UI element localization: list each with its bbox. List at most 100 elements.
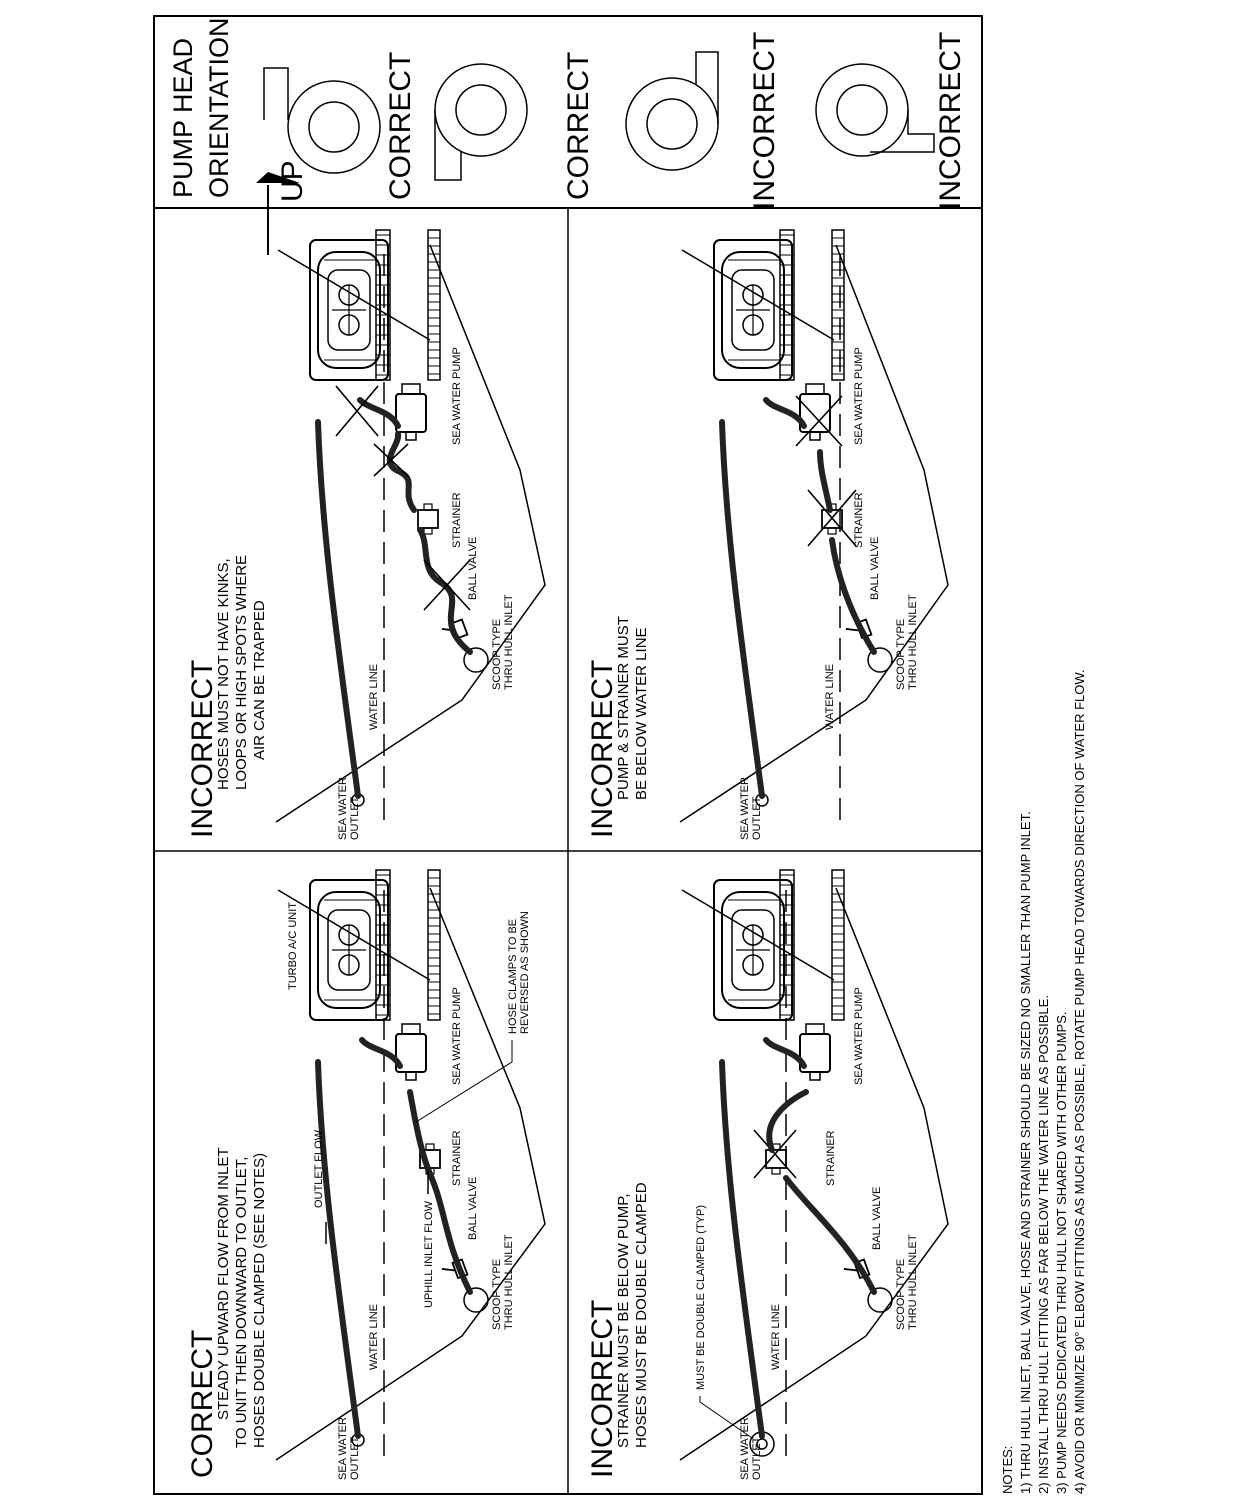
note-3: 3) PUMP NEEDS DEDICATED THRU HULL NOT SH…: [1054, 1011, 1069, 1494]
scoop-label-1: SCOOP TYPE: [491, 1259, 503, 1330]
pump-orientation-strip: PUMP HEAD ORIENTATION UP CORRECT C: [168, 18, 967, 255]
outlet-label-1: SEA WATER: [739, 777, 751, 840]
outlet-hose: [315, 1059, 361, 1439]
panel-correct-sub-2: TO UNIT THEN DOWNWARD TO OUTLET,: [233, 1157, 250, 1448]
hull-outline: [679, 887, 949, 1461]
deck-line: [277, 889, 431, 981]
strainer-x-mark-icon: [753, 1129, 797, 1179]
outlet-hose: [315, 419, 361, 799]
sea-water-pump: [395, 1023, 427, 1081]
thru-hull-inlet: [867, 647, 893, 673]
panel-waterline-sub-2: BE BELOW WATER LINE: [633, 627, 650, 800]
waterline-label: WATER LINE: [368, 664, 380, 730]
scoop-label-2: THRU HULL INLET: [503, 1234, 515, 1330]
orientation-label-2: CORRECT: [562, 52, 595, 200]
pump-x-mark-icon: [795, 395, 843, 447]
scoop-label-1: SCOOP TYPE: [895, 1259, 907, 1330]
panel-correct: CORRECT STEADY UPWARD FLOW FROM INLET TO…: [186, 869, 546, 1480]
kink-x-marks-icon: [335, 385, 471, 611]
panel-strainer-sub-1: STRAINER MUST BE BELOW PUMP,: [615, 1194, 632, 1449]
panel-kinks-sub-2: LOOPS OR HIGH SPOTS WHERE: [233, 555, 250, 790]
ballvalve-label: BALL VALVE: [871, 1187, 883, 1250]
pump-label: SEA WATER PUMP: [853, 987, 865, 1085]
orientation-title-line2: ORIENTATION: [204, 18, 234, 199]
clamp-leader: [415, 1040, 513, 1123]
inlet-hose: [766, 1089, 877, 1295]
outlet-label-1: SEA WATER: [337, 777, 349, 840]
panel-correct-sub-1: STEADY UPWARD FLOW FROM INLET: [215, 1147, 232, 1420]
unit-label: TURBO A/C UNIT: [287, 902, 299, 990]
hull-outline: [275, 244, 546, 823]
waterline-label: WATER LINE: [368, 1304, 380, 1370]
clamp-note-2: REVERSED AS SHOWN: [519, 911, 531, 1034]
clamp-note: MUST BE DOUBLE CLAMPED (TYP): [695, 1205, 707, 1390]
pump-hose: [357, 397, 401, 429]
clamp-note-leader: [699, 1396, 753, 1439]
panel-correct-title: CORRECT: [186, 1330, 219, 1478]
strainer-x-mark-icon: [807, 489, 857, 547]
note-1: 1) THRU HULL INLET, BALL VALVE, HOSE AND…: [1018, 811, 1033, 1494]
strainer-label: STRAINER: [853, 492, 865, 548]
scoop-label-2: THRU HULL INLET: [907, 594, 919, 690]
strainer-label: STRAINER: [825, 1130, 837, 1186]
hull-outline: [275, 887, 546, 1461]
pump-head-incorrect-1-icon: [625, 51, 719, 171]
waterline-label: WATER LINE: [770, 1304, 782, 1370]
scoop-label-1: SCOOP TYPE: [895, 619, 907, 690]
panel-strainer-title: INCORRECT: [586, 1300, 619, 1478]
deck-line: [277, 249, 431, 341]
sea-water-pump: [799, 1023, 831, 1081]
sea-water-pump: [395, 383, 427, 441]
panel-kinks-sub-1: HOSES MUST NOT HAVE KINKS,: [215, 558, 232, 790]
panel-kinks-sub-3: AIR CAN BE TRAPPED: [251, 600, 268, 760]
panel-incorrect-strainer: INCORRECT STRAINER MUST BE BELOW PUMP, H…: [586, 869, 949, 1480]
panel-incorrect-waterline: INCORRECT PUMP & STRAINER MUST BE BELOW …: [586, 229, 949, 840]
outlet-hose: [719, 1059, 765, 1439]
outlet-label-1: SEA WATER: [739, 1417, 751, 1480]
sea-water-pump: [799, 383, 831, 441]
outlet-label-2: OUTLET: [751, 1436, 763, 1480]
pump-hose: [763, 397, 807, 429]
pump-label: SEA WATER PUMP: [451, 347, 463, 445]
thru-hull-inlet: [463, 1287, 489, 1313]
thru-hull-inlet: [867, 1287, 893, 1313]
inlet-hose: [817, 449, 877, 655]
pump-label: SEA WATER PUMP: [853, 347, 865, 445]
ballvalve-label: BALL VALVE: [467, 537, 479, 600]
scoop-label-1: SCOOP TYPE: [491, 619, 503, 690]
inlet-flow-label: UPHILL INLET FLOW: [423, 1200, 435, 1308]
pump-hose: [359, 1037, 403, 1069]
panel-incorrect-kinks: INCORRECT HOSES MUST NOT HAVE KINKS, LOO…: [186, 229, 546, 840]
orientation-label-1: CORRECT: [384, 52, 417, 200]
outlet-label-2: OUTLET: [751, 796, 763, 840]
scoop-label-2: THRU HULL INLET: [503, 594, 515, 690]
hull-outline: [679, 244, 949, 823]
up-label: UP: [276, 160, 309, 202]
note-4: 4) AVOID OR MINIMIZE 90° ELBOW FITTINGS …: [1072, 669, 1087, 1494]
deck-line: [681, 249, 835, 341]
pump-label: SEA WATER PUMP: [451, 987, 463, 1085]
strainer-label: STRAINER: [451, 1130, 463, 1186]
orientation-label-3: INCORRECT: [748, 32, 781, 210]
outlet-label-1: SEA WATER: [337, 1417, 349, 1480]
panel-waterline-title: INCORRECT: [586, 660, 619, 838]
outlet-flow-label: OUTLET FLOW: [313, 1129, 325, 1208]
outlet-label-2: OUTLET: [349, 1436, 361, 1480]
pump-hose: [763, 1037, 807, 1069]
waterline-label: WATER LINE: [824, 664, 836, 730]
panel-correct-sub-3: HOSES DOUBLE CLAMPED (SEE NOTES): [251, 1153, 268, 1448]
pump-head-correct-2-icon: [434, 63, 528, 181]
notes-block: NOTES: 1) THRU HULL INLET, BALL VALVE, H…: [1000, 669, 1087, 1494]
ballvalve-label: BALL VALVE: [467, 1177, 479, 1240]
pump-head-incorrect-2-icon: [815, 63, 935, 157]
outlet-label-2: OUTLET: [349, 796, 361, 840]
ballvalve-label: BALL VALVE: [869, 537, 881, 600]
deck-line: [681, 889, 835, 981]
panel-kinks-title: INCORRECT: [186, 660, 219, 838]
orientation-label-4: INCORRECT: [934, 32, 967, 210]
outlet-hose: [719, 419, 765, 799]
panel-waterline-sub-1: PUMP & STRAINER MUST: [615, 616, 632, 800]
inlet-hose: [407, 1089, 473, 1295]
kinked-inlet-hose: [386, 431, 473, 655]
